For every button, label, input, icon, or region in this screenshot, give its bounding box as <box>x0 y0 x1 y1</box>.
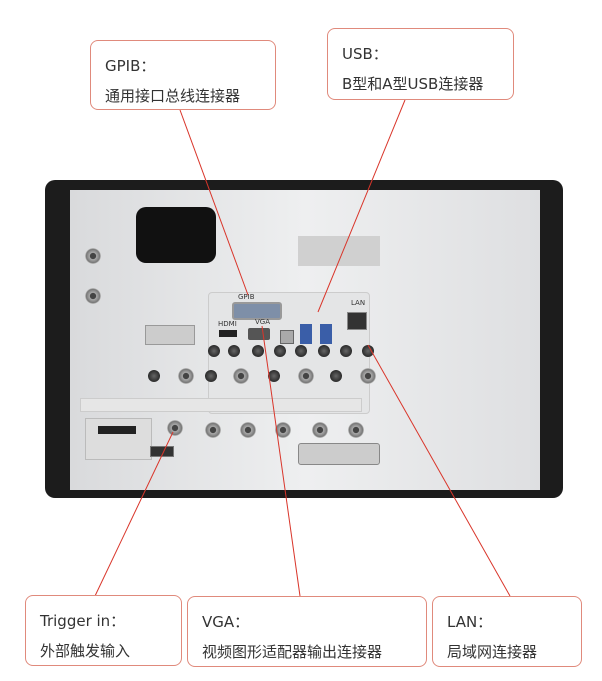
gpib-leader-line <box>179 109 249 296</box>
usb-a-ports <box>320 324 332 344</box>
sma-connector <box>295 345 307 357</box>
callout-title: USB： <box>342 45 388 63</box>
usb-leader-line <box>317 99 406 313</box>
lan-label: LAN <box>351 299 366 307</box>
sma-connector <box>208 345 220 357</box>
sma-connector <box>252 345 264 357</box>
trigger-callout: Trigger in： 外部触发输入 <box>25 595 182 666</box>
bias-connector <box>330 370 342 382</box>
power-inlet <box>136 207 216 263</box>
bnc-connector <box>360 368 376 384</box>
sma-connector <box>318 345 330 357</box>
lan-leader-line <box>367 344 511 597</box>
bias-connector <box>205 370 217 382</box>
bnc-connector <box>275 422 291 438</box>
callout-desc: 外部触发输入 <box>40 642 131 660</box>
bnc-connector <box>348 422 364 438</box>
callout-title: LAN： <box>447 613 493 631</box>
sma-connector <box>340 345 352 357</box>
pulse-io-connector <box>145 325 195 345</box>
usb-b-port <box>280 330 294 344</box>
sma-connector <box>228 345 240 357</box>
test-set-io-connector <box>98 426 136 434</box>
usb-a-ports <box>300 324 312 344</box>
bnc-connector <box>233 368 249 384</box>
bnc-connector <box>205 422 221 438</box>
trigger-leader-line <box>94 431 174 597</box>
trigger-in-connector <box>167 420 183 436</box>
bnc-connector <box>312 422 328 438</box>
gpib-callout: GPIB： 通用接口总线连接器 <box>90 40 276 110</box>
usb-callout: USB： B型和A型USB连接器 <box>327 28 514 100</box>
bnc-connector <box>298 368 314 384</box>
bias-connector <box>148 370 160 382</box>
lan-port <box>347 312 367 330</box>
vga-callout: VGA： 视频图形适配器输出连接器 <box>187 596 427 667</box>
gpib-connector <box>232 302 282 320</box>
ref-out-connector <box>85 288 101 304</box>
ref-in-connector <box>85 248 101 264</box>
callout-desc: 视频图形适配器输出连接器 <box>202 643 383 661</box>
hdmi-port <box>219 330 237 337</box>
gpib-label: GPIB <box>238 293 255 301</box>
callout-desc: B型和A型USB连接器 <box>342 75 484 93</box>
divider-strip <box>80 398 362 412</box>
pwr-io-connector <box>150 446 174 457</box>
callout-title: Trigger in： <box>40 612 126 630</box>
hdmi-label: HDMI <box>218 320 237 328</box>
lan-callout: LAN： 局域网连接器 <box>432 596 582 667</box>
vga-label: VGA <box>255 318 271 326</box>
sma-connector <box>274 345 286 357</box>
bnc-connector <box>178 368 194 384</box>
bias-connector <box>268 370 280 382</box>
bnc-connector <box>240 422 256 438</box>
callout-title: VGA： <box>202 613 250 631</box>
callout-desc: 局域网连接器 <box>447 643 538 661</box>
callout-title: GPIB： <box>105 57 156 75</box>
test-set-io-plate <box>85 418 152 460</box>
handler-io-connector <box>298 443 380 465</box>
callout-desc: 通用接口总线连接器 <box>105 87 241 105</box>
rear-panel: GPIB HDMI VGA LAN <box>70 190 540 490</box>
vga-port <box>248 328 270 340</box>
vga-leader-line <box>261 325 301 597</box>
sma-connector <box>362 345 374 357</box>
